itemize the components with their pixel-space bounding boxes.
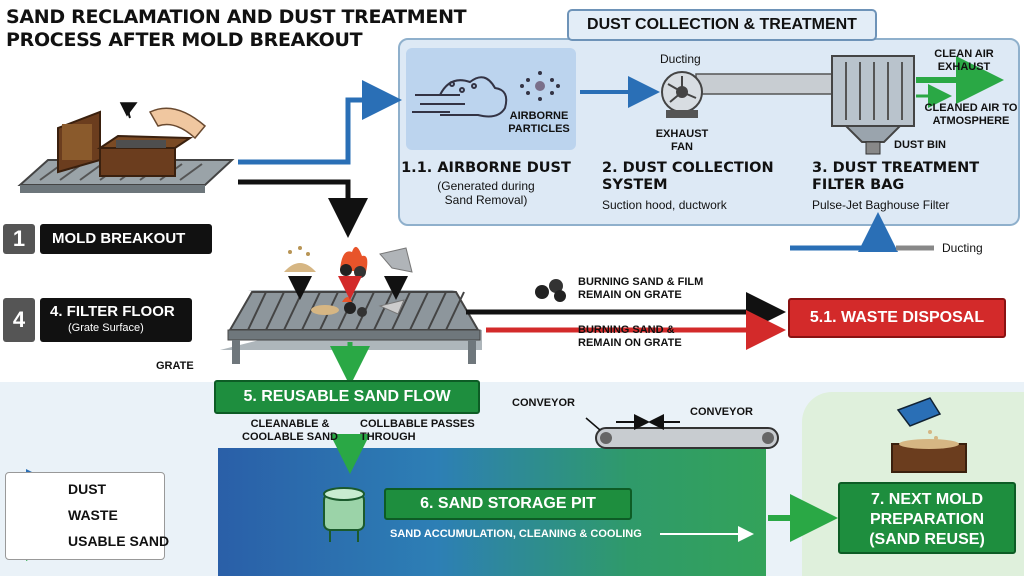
legend-waste: WASTE bbox=[68, 507, 118, 523]
ducting-top-label: Ducting bbox=[660, 52, 701, 66]
reusable-sand-box: 5. REUSABLE SAND FLOW bbox=[214, 380, 480, 414]
storage-tank-icon bbox=[323, 487, 365, 542]
step-2-sub: Suction hood, ductwork bbox=[602, 198, 727, 212]
coal-pile-icon bbox=[535, 279, 566, 302]
airborne-particles-label: AIRBORNE PARTICLES bbox=[508, 110, 570, 135]
conveyor-illustration bbox=[585, 414, 779, 449]
burning-sand-label: BURNING SAND & REMAIN ON GRATE bbox=[578, 324, 682, 349]
cleanable-label: CLEANABLE & COOLABLE SAND bbox=[242, 418, 338, 443]
dust-bin-label: DUST BIN bbox=[894, 139, 946, 151]
step-3: 3. DUST TREATMENT FILTER BAG Pulse-Jet B… bbox=[812, 160, 1012, 212]
airborne-dust-icon bbox=[412, 76, 508, 118]
step-1-1: 1.1. AIRBORNE DUST (Generated during San… bbox=[400, 160, 572, 207]
step-4-number: 4 bbox=[3, 298, 35, 342]
exhaust-fan-label: EXHAUST FAN bbox=[655, 128, 709, 153]
next-mold-line-1: 7. NEXT MOLD bbox=[870, 491, 983, 508]
next-mold-line-3: (SAND REUSE) bbox=[869, 531, 985, 548]
sand-pile-icon bbox=[284, 246, 316, 300]
step-1-label: MOLD BREAKOUT bbox=[40, 224, 212, 254]
dust-section-title: DUST COLLECTION & TREATMENT bbox=[567, 9, 877, 41]
collbable-label: COLLBABLE PASSES THROUGH bbox=[360, 418, 475, 443]
page-title: SAND RECLAMATION AND DUST TREATMENT PROC… bbox=[6, 6, 467, 52]
step-4-box: 4. FILTER FLOOR (Grate Surface) bbox=[40, 298, 192, 342]
step-3-title: 3. DUST TREATMENT FILTER BAG bbox=[812, 160, 980, 193]
next-mold-line-2: PREPARATION bbox=[869, 511, 985, 528]
step-1-1-sub: (Generated during Sand Removal) bbox=[437, 179, 535, 207]
step-4-label: 4. FILTER FLOOR bbox=[50, 303, 175, 320]
legend bbox=[5, 472, 165, 560]
grate-label: GRATE bbox=[156, 360, 194, 372]
step-2: 2. DUST COLLECTION SYSTEM Suction hood, … bbox=[602, 160, 780, 212]
step-1-number: 1 bbox=[3, 224, 35, 254]
baghouse-filter-icon bbox=[831, 55, 915, 155]
step-2-title: 2. DUST COLLECTION SYSTEM bbox=[602, 160, 774, 193]
step-4-sub: (Grate Surface) bbox=[68, 322, 144, 334]
step-3-sub: Pulse-Jet Baghouse Filter bbox=[812, 198, 950, 212]
mold-breakout-illustration bbox=[17, 102, 235, 193]
exhaust-fan-icon bbox=[661, 71, 833, 118]
next-mold-illustration bbox=[891, 397, 967, 473]
waste-disposal-box: 5.1. WASTE DISPOSAL bbox=[788, 298, 1006, 338]
clean-air-exhaust-label: CLEAN AIR EXHAUST bbox=[934, 48, 994, 73]
conveyor-label-2: CONVEYOR bbox=[690, 406, 753, 418]
title-line-1: SAND RECLAMATION AND DUST TREATMENT bbox=[6, 6, 467, 28]
conveyor-label-1: CONVEYOR bbox=[512, 397, 575, 409]
next-mold-box: 7. NEXT MOLD PREPARATION (SAND REUSE) bbox=[838, 482, 1016, 554]
legend-usable-sand: USABLE SAND bbox=[68, 533, 170, 549]
ducting-legend-label: Ducting bbox=[942, 241, 983, 255]
airborne-dust-box bbox=[406, 48, 576, 150]
cleaned-air-label: CLEANED AIR TO ATMOSPHERE bbox=[924, 102, 1018, 127]
particles-icon bbox=[520, 71, 560, 101]
sand-storage-pit-sub: SAND ACCUMULATION, CLEANING & COOLING bbox=[390, 528, 642, 540]
title-line-2: PROCESS AFTER MOLD BREAKOUT bbox=[6, 29, 363, 51]
burning-film-label: BURNING SAND & FILM REMAIN ON GRATE bbox=[578, 276, 704, 301]
sand-storage-pit-box: 6. SAND STORAGE PIT bbox=[384, 488, 632, 520]
step-1-1-title: 1.1. AIRBORNE DUST bbox=[401, 160, 571, 176]
legend-dust: DUST bbox=[68, 481, 107, 497]
film-scrap-icon bbox=[379, 247, 413, 300]
burning-coal-icon bbox=[338, 246, 368, 300]
